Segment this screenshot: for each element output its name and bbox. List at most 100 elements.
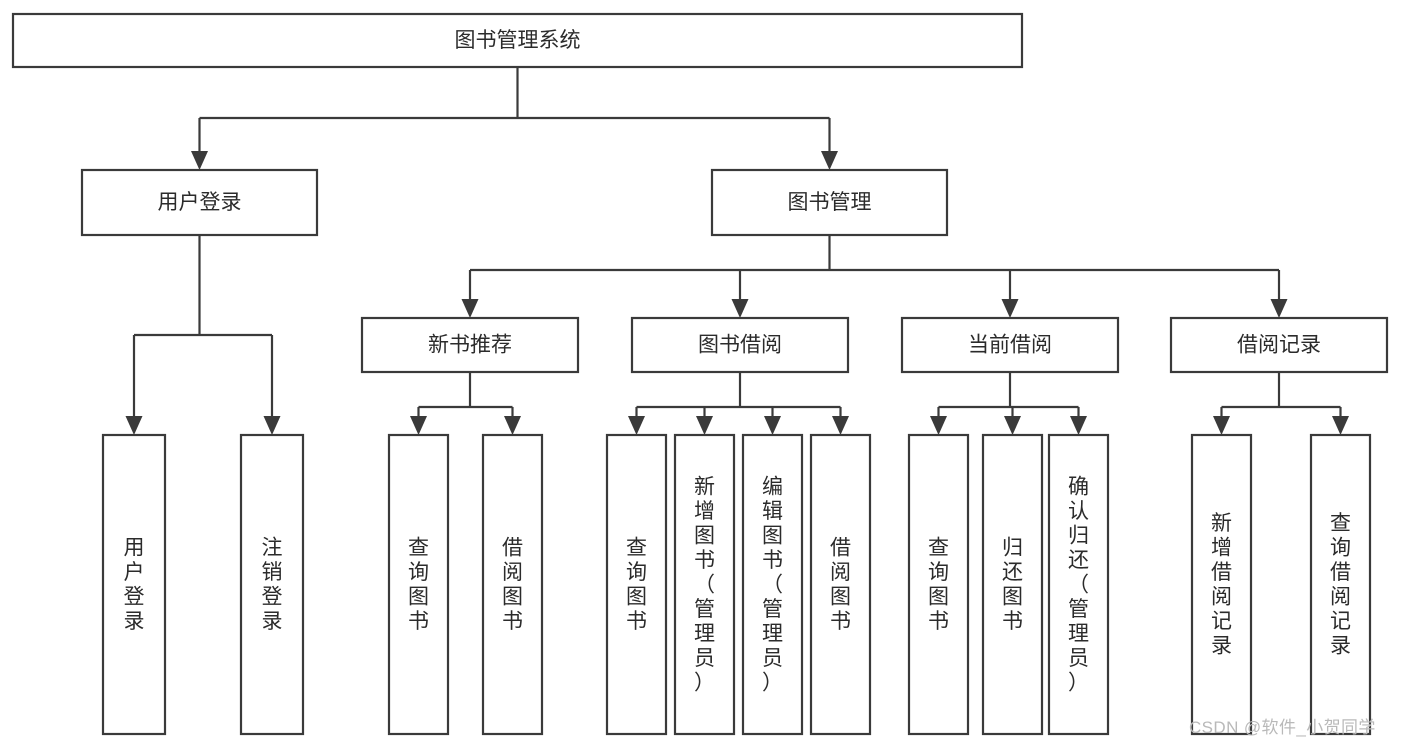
arrow-bb-borrow-book-head [832,416,849,435]
node-user-login[interactable]: 用户登录 [80,168,319,237]
node-label-user-logout-leaf-char-1: 销 [262,561,283,584]
node-label-bb-add-book-char-8: ） [694,671,715,694]
node-label-cb-query-book-char-0: 查 [928,537,949,560]
arrow-nbr-borrow-book-head [504,416,521,435]
node-label-book-management: 图书管理 [788,191,872,214]
node-label-borrow-record: 借阅记录 [1237,334,1321,357]
node-box-nbr-query-book [387,433,450,736]
node-label-user-login-leaf-char-3: 录 [124,610,145,633]
arrow-cb-confirm-return-head [1070,416,1087,435]
arrow-borrow-record-head [1270,299,1288,318]
node-label-br-query-record-char-5: 录 [1330,635,1351,658]
node-label-bb-borrow-book-char-1: 阅 [830,561,851,584]
node-label-current-borrow: 当前借阅 [968,334,1052,357]
node-box-borrow-record [1169,316,1389,374]
nodes-layer: 图书管理系统用户登录图书管理用户登录注销登录新书推荐查询图书借阅图书图书借阅查询… [11,12,1389,736]
node-label-nbr-query-book-char-1: 询 [408,561,429,584]
node-box-bb-edit-book [741,433,804,736]
node-label-bb-borrow-book-char-0: 借 [830,537,851,560]
node-label-br-add-record-char-2: 借 [1211,561,1232,584]
node-label-bb-edit-book-char-7: 员 [762,647,783,670]
node-label-cb-confirm-return-char-5: 管 [1068,598,1089,621]
node-label-nbr-borrow-book-char-3: 书 [502,610,523,633]
node-box-cb-confirm-return [1047,433,1110,736]
node-current-borrow[interactable]: 当前借阅 [900,316,1120,374]
node-label-bb-query-book-char-3: 书 [626,610,647,633]
node-label-cb-confirm-return-char-7: 员 [1068,647,1089,670]
arrow-user-logout-leaf-head [263,416,281,435]
node-label-br-add-record-char-3: 阅 [1211,586,1232,609]
node-box-book-borrow [630,316,850,374]
node-label-br-query-record-char-4: 记 [1330,610,1351,633]
node-label-cb-confirm-return-char-6: 理 [1068,622,1089,645]
node-label-bb-add-book-char-0: 新 [694,475,715,498]
node-box-user-logout-leaf [239,433,305,736]
node-label-cb-confirm-return-char-3: 还 [1068,549,1089,572]
node-label-nbr-query-book-char-3: 书 [408,610,429,633]
node-label-bb-edit-book-char-5: 管 [762,598,783,621]
node-label-cb-return-book-char-3: 书 [1002,610,1023,633]
node-label-br-add-record-char-0: 新 [1211,512,1232,535]
node-label-bb-query-book-char-2: 图 [626,586,647,609]
arrow-user-login-head [191,151,208,170]
node-label-br-query-record-char-2: 借 [1330,561,1351,584]
node-label-nbr-borrow-book-char-0: 借 [502,537,523,560]
arrow-bb-edit-book-head [764,416,781,435]
node-borrow-record[interactable]: 借阅记录 [1169,316,1389,374]
node-label-cb-query-book-char-2: 图 [928,586,949,609]
node-label-bb-edit-book-char-8: ） [762,671,783,694]
node-label-user-login: 用户登录 [158,191,242,214]
node-book-management[interactable]: 图书管理 [710,168,949,237]
node-root[interactable]: 图书管理系统 [11,12,1024,69]
arrow-new-book-recommend-head [461,299,479,318]
node-label-br-add-record-char-1: 增 [1211,537,1232,560]
node-label-bb-edit-book-char-1: 辑 [762,500,783,523]
node-label-nbr-query-book-char-2: 图 [408,586,429,609]
node-label-nbr-borrow-book-char-1: 阅 [502,561,523,584]
node-label-user-login-leaf-char-0: 用 [124,537,145,560]
arrow-nbr-query-book-head [410,416,427,435]
node-label-bb-edit-book-char-6: 理 [762,622,783,645]
node-label-bb-edit-book-char-3: 书 [762,549,783,572]
node-label-new-book-recommend: 新书推荐 [428,334,512,357]
arrow-book-borrow-head [731,299,749,318]
node-label-br-query-record-char-1: 询 [1330,537,1351,560]
arrow-br-query-record-head [1332,416,1349,435]
arrow-bb-query-book-head [628,416,645,435]
node-user-login-leaf[interactable]: 用户登录 [101,433,167,736]
node-label-root: 图书管理系统 [455,29,581,52]
node-box-cb-query-book [907,433,970,736]
arrow-user-login-leaf-head [125,416,143,435]
node-new-book-recommend[interactable]: 新书推荐 [360,316,580,374]
node-label-cb-return-book-char-2: 图 [1002,586,1023,609]
node-label-cb-return-book-char-1: 还 [1002,561,1023,584]
node-book-borrow[interactable]: 图书借阅 [630,316,850,374]
node-label-bb-query-book-char-1: 询 [626,561,647,584]
node-box-cb-return-book [981,433,1044,736]
node-label-bb-add-book-char-7: 员 [694,647,715,670]
node-label-cb-query-book-char-3: 书 [928,610,949,633]
node-label-user-login-leaf-char-1: 户 [124,561,145,584]
node-label-bb-edit-book-char-0: 编 [762,475,783,498]
node-label-nbr-borrow-book-char-2: 图 [502,586,523,609]
node-label-bb-edit-book-char-4: （ [762,573,783,596]
node-label-user-login-leaf-char-2: 登 [124,586,145,609]
node-label-user-logout-leaf-char-2: 登 [262,586,283,609]
node-label-br-add-record-char-5: 录 [1211,635,1232,658]
node-label-bb-add-book-char-5: 管 [694,598,715,621]
node-label-bb-add-book-char-3: 书 [694,549,715,572]
